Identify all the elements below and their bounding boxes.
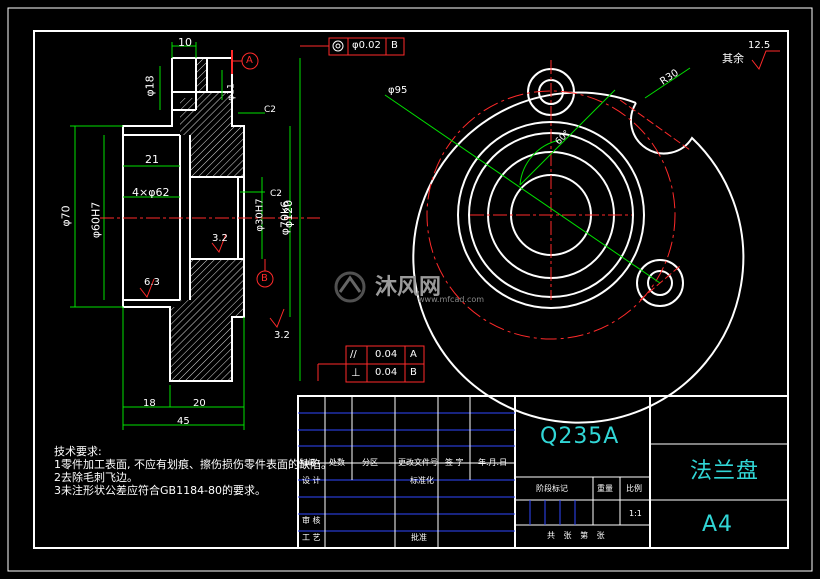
roughness-symbol-1	[211, 233, 227, 254]
dim-d70: φ70	[59, 205, 73, 227]
roughness-general	[751, 50, 780, 71]
dim-18: 18	[143, 398, 156, 409]
notes-item-1: 1零件加工表面, 不应有划痕、擦伤损伤零件表面的缺陷。	[54, 458, 332, 471]
watermark-url: www.mfcad.com	[418, 295, 485, 304]
tb-stage-mark: 阶段标记	[536, 484, 568, 493]
tb-qty: 处数	[329, 458, 345, 467]
section-view	[122, 57, 245, 382]
tb-size: A4	[702, 512, 734, 537]
tolerance-perp-value: 0.04	[375, 367, 398, 378]
dim-d18: φ18	[143, 75, 157, 97]
dim-d30h7: φ30H7	[254, 198, 266, 232]
outer-border	[7, 7, 813, 572]
roughness-general-label: 其余	[722, 52, 744, 65]
hub-circle-outer	[457, 121, 645, 309]
flange-outline	[412, 91, 745, 424]
chamfer-c2-top: C2	[264, 105, 277, 115]
bolt-hole-right	[636, 259, 684, 307]
title-block-grid	[297, 395, 789, 549]
chamfer-c2-mid: C2	[270, 189, 283, 199]
tb-process: 工 艺	[302, 533, 321, 542]
tb-mark: 标记	[300, 458, 316, 467]
roughness-3-2-b: 3.2	[274, 330, 290, 341]
tb-approve: 批准	[411, 533, 427, 542]
tb-review: 审 核	[302, 516, 321, 525]
tb-date: 年.月.日	[478, 458, 508, 467]
dim-d11: φ11	[226, 83, 237, 101]
front-view	[412, 68, 745, 424]
tb-design: 设 计	[302, 476, 321, 485]
notes-item-2: 2去除毛刺飞边。	[54, 471, 138, 484]
tolerance-perp-symbol: ⊥	[351, 366, 361, 379]
notes-item-3: 3未注形状公差应符合GB1184-80的要求。	[54, 484, 267, 497]
watermark-brand: 沐风网	[375, 275, 442, 300]
notes-title: 技术要求:	[54, 445, 102, 458]
tolerance-parallel-value: 0.04	[375, 349, 398, 360]
dim-d95: φ95	[388, 85, 408, 96]
tolerance-parallel-symbol: //	[350, 349, 357, 360]
front-dimensions	[384, 67, 691, 284]
tb-sheets: 共 张 第 张	[547, 531, 608, 540]
tolerance-frame-top	[300, 37, 405, 56]
technical-notes: 技术要求: 1零件加工表面, 不应有划痕、擦伤损伤零件表面的缺陷。 2去除毛刺飞…	[54, 445, 332, 497]
tb-sign: 签 字	[445, 458, 464, 467]
tb-zone: 分区	[362, 458, 378, 467]
datum-b-label: B	[261, 273, 268, 284]
tolerance-perp-ref: B	[410, 367, 417, 378]
dim-holes: 4×φ62	[132, 186, 170, 199]
dim-45: 45	[177, 416, 190, 427]
tb-standardize: 标准化	[410, 476, 434, 485]
dim-21: 21	[145, 153, 159, 166]
tb-scale-value: 1:1	[629, 509, 642, 518]
tb-weight: 重量	[597, 484, 613, 493]
tb-part-name: 法兰盘	[690, 459, 760, 484]
roughness-6-3: 6.3	[144, 277, 160, 288]
dim-10: 10	[178, 36, 192, 49]
dim-d60h7: φ60H7	[89, 201, 103, 239]
tb-change-doc: 更改文件号	[398, 458, 438, 467]
dim-d120: φ120	[282, 199, 296, 229]
tb-scale-label: 比例	[626, 484, 642, 493]
datum-a-label: A	[246, 55, 253, 66]
hatch-bottom	[170, 259, 244, 381]
coaxiality-symbol	[332, 40, 344, 52]
tolerance-parallel-ref: A	[410, 349, 417, 360]
roughness-general-value: 12.5	[748, 40, 771, 51]
roughness-symbol-3	[269, 308, 285, 329]
watermark-logo	[334, 271, 366, 303]
tolerance-top-value: φ0.02	[352, 40, 381, 51]
dim-20: 20	[193, 398, 206, 409]
roughness-symbol-2	[139, 278, 155, 299]
roughness-3-2-a: 3.2	[212, 233, 228, 244]
tolerance-frame-side	[317, 345, 425, 383]
tb-material: Q235A	[540, 424, 620, 449]
tolerance-top-ref: B	[391, 40, 398, 51]
pitch-circle	[426, 90, 676, 340]
